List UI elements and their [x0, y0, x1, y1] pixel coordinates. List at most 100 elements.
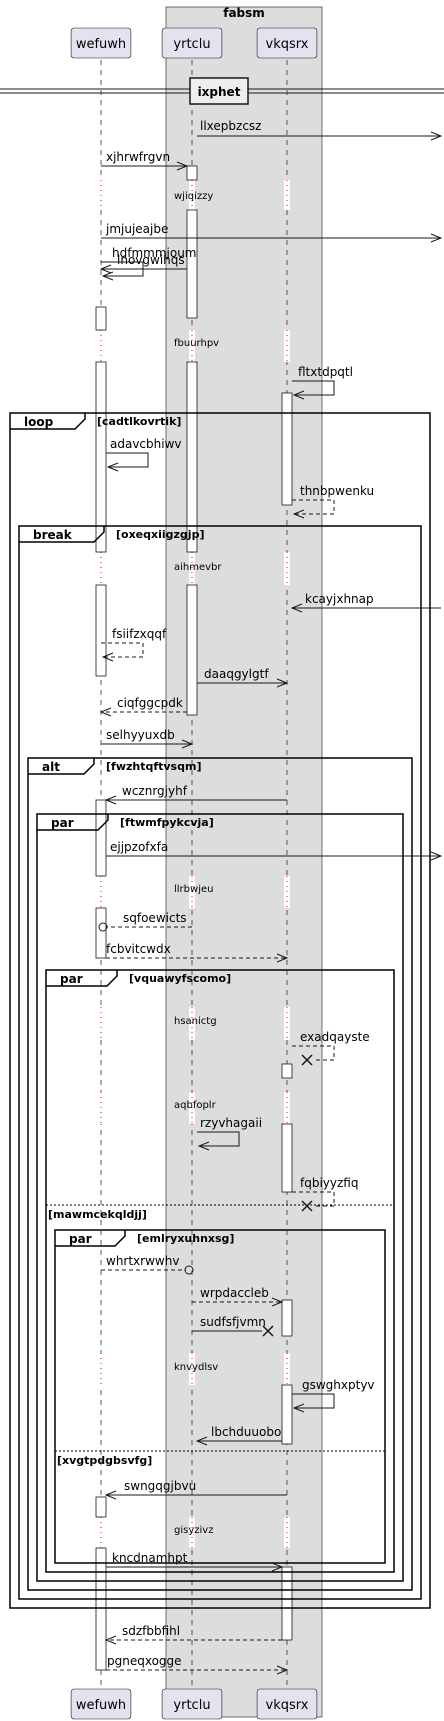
message-label: rzyvhagaii — [200, 1116, 262, 1130]
cross-head — [262, 1325, 274, 1337]
message-label: hdfmmmjoum — [112, 246, 197, 260]
fragment-break — [18, 525, 422, 1600]
message-label: pgneqxogge — [107, 1654, 182, 1668]
delay-label: aihmevbr — [174, 562, 222, 573]
delay-gap — [189, 1007, 195, 1040]
message-label: selhyyuxdb — [106, 728, 175, 742]
self-message-m19 — [197, 1131, 240, 1146]
fragment-kind: loop — [24, 415, 54, 429]
self-message-m7 — [106, 452, 149, 467]
activation-bar — [281, 1299, 293, 1337]
fragment-guard: [fwzhtqftvsqm] — [106, 760, 201, 773]
fragment-kind: alt — [42, 760, 60, 774]
message-label: fcbvitcwdx — [106, 942, 171, 956]
activation-bar — [95, 361, 107, 553]
fragment-tab — [55, 1230, 126, 1247]
self-message-m6 — [292, 380, 335, 395]
fragment-tab — [37, 814, 109, 831]
fragment-par — [36, 813, 404, 1582]
fragment-par — [45, 969, 395, 1573]
activation-bar — [186, 209, 198, 319]
self-message-m18 — [292, 1045, 335, 1061]
delay-label: fbuurhpv — [174, 338, 219, 349]
fragment-kind: par — [60, 972, 83, 986]
activation-bar — [186, 165, 198, 181]
participant-yrtclu — [161, 1688, 223, 1720]
self-message-m20 — [292, 1191, 335, 1207]
activation-bar — [186, 361, 198, 553]
fragment-tab — [46, 970, 118, 987]
message-label: xjhrwfrgvn — [106, 150, 170, 164]
self-message-m5 — [101, 261, 144, 276]
fragment-tab — [28, 758, 95, 775]
cross-head — [301, 1054, 313, 1066]
message-label: kcayjxhnap — [305, 592, 374, 606]
message-label: wrpdaccleb — [200, 1286, 269, 1300]
activation-bar — [281, 1384, 293, 1445]
delay-label: knvydlsv — [174, 1362, 218, 1373]
message-label: swngqgjbvu — [124, 1479, 196, 1493]
participant-label: wefuwh — [76, 1698, 126, 1713]
fragment-par — [54, 1229, 386, 1564]
activation-bar — [95, 1496, 107, 1518]
message-label: fltxtdpqtl — [298, 365, 353, 379]
message-label: lnovgwihqs — [117, 253, 185, 267]
message-label: sdzfbbfihl — [122, 1624, 180, 1638]
message-label: ejjpzofxfa — [110, 840, 168, 854]
message-label: jmjujeajbe — [105, 222, 168, 236]
activation-bar — [281, 1063, 293, 1079]
fragment-else-guard: [mawmcekqldjj] — [48, 1208, 147, 1221]
delay-gap — [98, 1007, 104, 1040]
fragment-guard: [vquawyfscomo] — [129, 972, 231, 985]
participant-label: vkqsrx — [266, 37, 309, 52]
fragment-kind: break — [33, 528, 73, 542]
delay-label: llrbwjeu — [174, 884, 213, 895]
participant-wefuwh — [70, 27, 132, 59]
activation-bar — [95, 907, 107, 959]
message-label: wcznrgjyhf — [122, 784, 188, 798]
message-label: fqbiyyzfiq — [300, 1176, 358, 1190]
fragment-kind: par — [51, 816, 74, 830]
delay-gap — [98, 552, 104, 585]
message-label: thnbpwenku — [300, 484, 374, 498]
participant-wefuwh — [70, 1688, 132, 1720]
fragment-guard: [oxeqxiigzgjp] — [116, 528, 204, 541]
message-label: gswghxptyv — [302, 1378, 375, 1392]
message-label: sqfoewicts — [123, 911, 187, 925]
participant-vkqsrx — [256, 1688, 318, 1720]
circle-head — [98, 922, 108, 932]
fragment-guard: [emlryxuhnxsg] — [137, 1232, 234, 1245]
participant-vkqsrx — [256, 27, 318, 59]
fragment-guard: [cadtlkovrtik] — [97, 415, 181, 428]
participant-label: vkqsrx — [266, 1698, 309, 1713]
fragment-tab — [10, 413, 86, 430]
message-label: fsiifzxqqf — [112, 627, 167, 641]
delay-label: wjiqizzy — [174, 191, 213, 202]
fragment-else-guard: [xvgtpdgbsvfg] — [57, 1454, 152, 1467]
message-label: exadqayste — [300, 1030, 370, 1044]
activation-bar — [95, 306, 107, 331]
message-label: kncdnamhpt — [112, 1551, 188, 1565]
message-label: sudfsfjvmn — [200, 1315, 266, 1329]
fragment-guard: [ftwmfpykcvja] — [120, 816, 214, 829]
self-message-m10 — [101, 642, 144, 657]
divider-label: ixphet — [198, 85, 241, 99]
activation-bar — [281, 392, 293, 506]
activation-bar — [95, 799, 107, 877]
participant-label: yrtclu — [173, 1698, 210, 1713]
message-label: llxepbzcsz — [200, 119, 261, 133]
self-message-m24 — [292, 1393, 335, 1408]
delay-gap — [284, 1007, 290, 1040]
message-label: lbchduuobo — [211, 1425, 281, 1439]
delay-label: aqbfoplr — [174, 1100, 217, 1111]
message-label: adavcbhiwv — [110, 437, 182, 451]
cross-head — [301, 1200, 313, 1212]
fragment-tab — [19, 526, 105, 543]
circle-head — [184, 1265, 194, 1275]
activation-bar — [281, 1123, 293, 1193]
message-label: whrtxrwwhv — [106, 1254, 179, 1268]
delay-gap — [284, 552, 290, 585]
activation-bar — [95, 584, 107, 677]
delay-label: hsanictg — [174, 1016, 217, 1027]
